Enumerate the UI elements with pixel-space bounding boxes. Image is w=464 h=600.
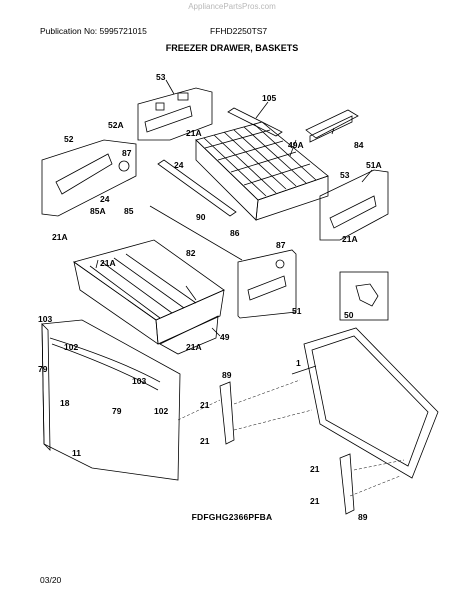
freezer-drawer-door-11: [41, 319, 181, 481]
callout-90: 90: [196, 212, 206, 222]
callout-49: 49: [220, 332, 230, 342]
trim-bar-86: [157, 159, 237, 217]
door-gasket-1: [303, 327, 439, 479]
callout-103b: 103: [132, 376, 146, 386]
callout-21-a: 21: [200, 400, 210, 410]
dashed-guide: [177, 399, 221, 421]
callout-51: 51: [292, 306, 302, 316]
callout-52: 52: [64, 134, 74, 144]
rail-84: [305, 109, 359, 139]
callout-21a-3: 21A: [52, 232, 68, 242]
model-number: FFHD2250TS7: [210, 26, 268, 36]
callout-1: 1: [296, 358, 301, 368]
inset-box-bracket-51: [237, 249, 297, 319]
inset-box-bracket-51a: [319, 169, 389, 241]
inset-box-bracket-52a: [137, 87, 213, 141]
rail-90: [149, 205, 243, 261]
callout-21-b: 21: [200, 436, 210, 446]
callout-85a: 85A: [90, 206, 106, 216]
callout-49a: 49A: [288, 140, 304, 150]
publication-number: Publication No: 5995721015: [40, 26, 147, 36]
callout-87: 87: [122, 148, 132, 158]
callout-89b: 89: [358, 512, 368, 522]
bracket-52a-part: [144, 105, 193, 133]
callout-53b: 53: [340, 170, 350, 180]
callout-53: 53: [156, 72, 166, 82]
callout-21-d: 21: [310, 496, 320, 506]
callout-21a-2: 21A: [342, 234, 358, 244]
bracket-51a-part: [329, 195, 377, 229]
roller-87-part: [118, 160, 130, 172]
upper-basket-49a: [195, 121, 329, 221]
leader-line: [165, 79, 175, 95]
callout-89: 89: [222, 370, 232, 380]
callout-84: 84: [354, 140, 364, 150]
callout-105: 105: [262, 93, 276, 103]
part-50: [355, 283, 379, 307]
callout-79: 79: [38, 364, 48, 374]
callout-11: 11: [72, 448, 81, 458]
watermark-text: AppliancePartsPros.com: [188, 2, 276, 11]
bracket-89-upper: [219, 381, 235, 445]
lower-basket-49: [73, 239, 225, 355]
revision-date: 03/20: [40, 575, 62, 585]
callout-21a: 21A: [186, 128, 202, 138]
callout-21-c: 21: [310, 464, 320, 474]
callout-18: 18: [60, 398, 70, 408]
callout-52a: 52A: [108, 120, 124, 130]
callout-86: 86: [230, 228, 240, 238]
bracket-89-lower: [339, 453, 355, 515]
callout-21a-5: 21A: [186, 342, 202, 352]
clip-53-part: [177, 92, 189, 101]
bracket-51-part: [247, 275, 287, 301]
callout-51a: 51A: [366, 160, 382, 170]
callout-102b: 102: [154, 406, 168, 416]
inset-box-bracket-52: [41, 139, 137, 217]
rail-84-side: [309, 115, 353, 143]
inset-box-part-50: [339, 271, 389, 321]
callout-79b: 79: [112, 406, 122, 416]
callout-82: 82: [186, 248, 196, 258]
callout-103: 103: [38, 314, 52, 324]
bracket-52-part: [55, 153, 113, 195]
roller-87b-part: [275, 259, 285, 269]
callout-21a-4: 21A: [100, 258, 116, 268]
callout-24b: 24: [100, 194, 110, 204]
sub-reference-model: FDFGHG2366PFBA: [191, 512, 273, 522]
page-title: FREEZER DRAWER, BASKETS: [165, 43, 299, 53]
callout-87b: 87: [276, 240, 286, 250]
trim-bar-105: [227, 107, 283, 137]
clip-53-part-b: [155, 102, 165, 111]
callout-102: 102: [64, 342, 78, 352]
callout-85: 85: [124, 206, 134, 216]
callout-24: 24: [174, 160, 184, 170]
callout-50: 50: [344, 310, 354, 320]
